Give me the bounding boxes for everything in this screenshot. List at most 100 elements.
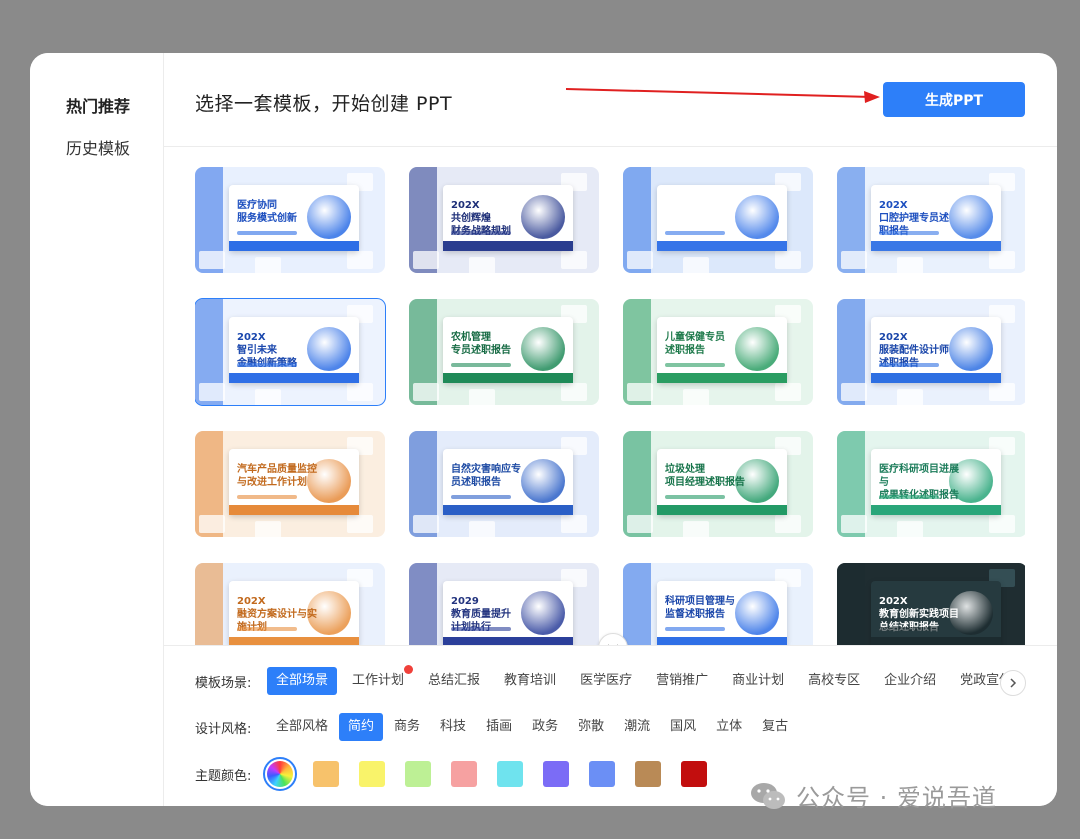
template-cover-band — [443, 637, 573, 645]
template-photo — [521, 327, 565, 371]
sidebar-item-hot[interactable]: 热门推荐 — [66, 97, 131, 116]
color-swatch-pink[interactable] — [451, 761, 477, 787]
template-card[interactable]: 202X 口腔护理专员述 职报告 — [837, 167, 1025, 273]
style-chip[interactable]: 全部风格 — [276, 719, 329, 734]
template-card[interactable]: 20XX行业标准 年度信息化报告 — [623, 167, 813, 273]
template-cover-slide: 2029 教育质量提升 计划执行 — [443, 581, 573, 645]
color-swatch-yellow[interactable] — [359, 761, 385, 787]
color-swatch-blue[interactable] — [589, 761, 615, 787]
template-photo — [307, 591, 351, 635]
red-arrow-icon — [565, 88, 880, 103]
template-title: 汽车产品质量监控 与改进工作计划 — [237, 464, 317, 488]
chevron-right-icon — [1010, 678, 1017, 688]
template-card[interactable]: 农机管理 专员述职报告 — [409, 299, 599, 405]
color-swatch-brown[interactable] — [635, 761, 661, 787]
template-cover-slide: 202X 口腔护理专员述 职报告 — [871, 185, 1001, 251]
template-side-strip — [195, 563, 223, 645]
style-chip[interactable]: 潮流 — [624, 719, 651, 734]
generate-ppt-button[interactable]: 生成PPT — [883, 82, 1025, 117]
style-chip[interactable]: 国风 — [670, 719, 697, 734]
template-card[interactable]: 自然灾害响应专 员述职报告 — [409, 431, 599, 537]
template-photo — [735, 327, 779, 371]
template-subtitle-bar — [451, 231, 511, 235]
scene-chip[interactable]: 高校专区 — [808, 673, 861, 688]
style-chip[interactable]: 插画 — [486, 719, 513, 734]
template-card[interactable]: 202X 融资方案设计与实 施计划 — [195, 563, 385, 645]
style-chip[interactable]: 商务 — [394, 719, 421, 734]
template-card[interactable]: 2029 教育质量提升 计划执行 — [409, 563, 599, 645]
template-title: 儿童保健专员 述职报告 — [665, 332, 725, 356]
template-cover-slide: 20XX行业标准 年度信息化报告 — [657, 185, 787, 251]
style-chip[interactable]: 立体 — [716, 719, 743, 734]
template-mini-slide — [627, 251, 653, 269]
template-subtitle-bar — [237, 627, 297, 631]
template-cover-band — [657, 637, 787, 645]
color-swatch-red[interactable] — [681, 761, 707, 787]
template-mini-slide — [469, 521, 495, 537]
template-card[interactable]: 202X 共创辉煌 财务战略规划 — [409, 167, 599, 273]
color-swatch-orange[interactable] — [313, 761, 339, 787]
style-chip[interactable]: 简约 — [339, 713, 384, 741]
template-card[interactable]: 汽车产品质量监控 与改进工作计划 — [195, 431, 385, 537]
template-cover-band — [871, 241, 1001, 251]
template-photo — [949, 327, 993, 371]
scene-chip[interactable]: 工作计划 — [343, 665, 414, 695]
template-card[interactable]: 202X 智引未来 金融创新策略 — [195, 298, 386, 406]
template-photo — [521, 591, 565, 635]
style-chip[interactable]: 复古 — [762, 719, 789, 734]
template-card[interactable]: 垃圾处理 项目经理述职报告 — [623, 431, 813, 537]
color-swatch-light-green[interactable] — [405, 761, 431, 787]
scroll-right-button[interactable] — [1000, 670, 1026, 696]
template-dialog: 热门推荐 历史模板 选择一套模板，开始创建 PPT 生成PPT 医疗协同 服务模… — [30, 53, 1057, 806]
template-cover-band — [229, 637, 359, 645]
scene-chip[interactable]: 营销推广 — [656, 673, 709, 688]
template-title: 自然灾害响应专 员述职报告 — [451, 464, 521, 488]
color-swatch-cyan[interactable] — [497, 761, 523, 787]
template-title: 20XX行业标准 年度信息化报告 — [665, 200, 735, 224]
template-mini-slide — [989, 251, 1015, 269]
hot-badge-icon — [404, 665, 414, 674]
template-cover-slide: 科研项目管理与 监督述职报告 — [657, 581, 787, 645]
template-cover-slide: 202X 教育创新实践项目 总结述职报告 — [871, 581, 1001, 645]
template-card[interactable]: 医疗协同 服务模式创新 — [195, 167, 385, 273]
template-cover-slide: 202X 服装配件设计师 述职报告 — [871, 317, 1001, 383]
template-subtitle-bar — [665, 363, 725, 367]
template-mini-slide — [199, 515, 225, 533]
template-card[interactable]: 儿童保健专员 述职报告 — [623, 299, 813, 405]
template-card[interactable]: 202X 教育创新实践项目 总结述职报告 — [837, 563, 1025, 645]
color-swatch-purple[interactable] — [543, 761, 569, 787]
scene-chip[interactable]: 党政宣传 — [960, 673, 1013, 688]
template-card[interactable]: 科研项目管理与 监督述职报告 — [623, 563, 813, 645]
template-mini-slide — [841, 251, 867, 269]
style-chip[interactable]: 政务 — [532, 719, 559, 734]
template-title: 医疗协同 服务模式创新 — [237, 200, 297, 224]
template-mini-slide — [683, 521, 709, 537]
sidebar-item-history[interactable]: 历史模板 — [66, 139, 131, 158]
template-mini-slide — [683, 257, 709, 273]
template-cover-band — [657, 241, 787, 251]
style-chip[interactable]: 科技 — [440, 719, 467, 734]
template-cover-band — [657, 505, 787, 515]
scene-chip[interactable]: 企业介绍 — [884, 673, 937, 688]
template-cover-slide: 自然灾害响应专 员述职报告 — [443, 449, 573, 515]
scene-chip[interactable]: 教育培训 — [504, 673, 557, 688]
scene-filter-label: 模板场景: — [195, 675, 252, 691]
template-card[interactable]: 医疗科研项目进展与 成果转化述职报告 — [837, 431, 1025, 537]
template-photo — [307, 195, 351, 239]
template-mini-slide — [413, 515, 439, 533]
scene-chip[interactable]: 商业计划 — [732, 673, 785, 688]
template-photo — [521, 459, 565, 503]
scene-chip[interactable]: 总结汇报 — [428, 673, 481, 688]
scene-filter-row: 模板场景: 全部场景工作计划总结汇报 教育培训 医学医疗 营销推广 商业计划 高校专区 企业… — [195, 665, 1027, 696]
scene-chip[interactable]: 全部场景 — [267, 667, 338, 695]
template-cover-slide: 202X 共创辉煌 财务战略规划 — [443, 185, 573, 251]
template-subtitle-bar — [879, 495, 939, 499]
scene-chip[interactable]: 医学医疗 — [580, 673, 633, 688]
color-swatch-rainbow[interactable] — [263, 757, 297, 791]
template-card[interactable]: 202X 服装配件设计师 述职报告 — [837, 299, 1025, 405]
template-mini-slide — [255, 389, 281, 405]
template-cover-slide: 202X 融资方案设计与实 施计划 — [229, 581, 359, 645]
style-chip[interactable]: 弥散 — [578, 719, 605, 734]
template-mini-slide — [413, 251, 439, 269]
